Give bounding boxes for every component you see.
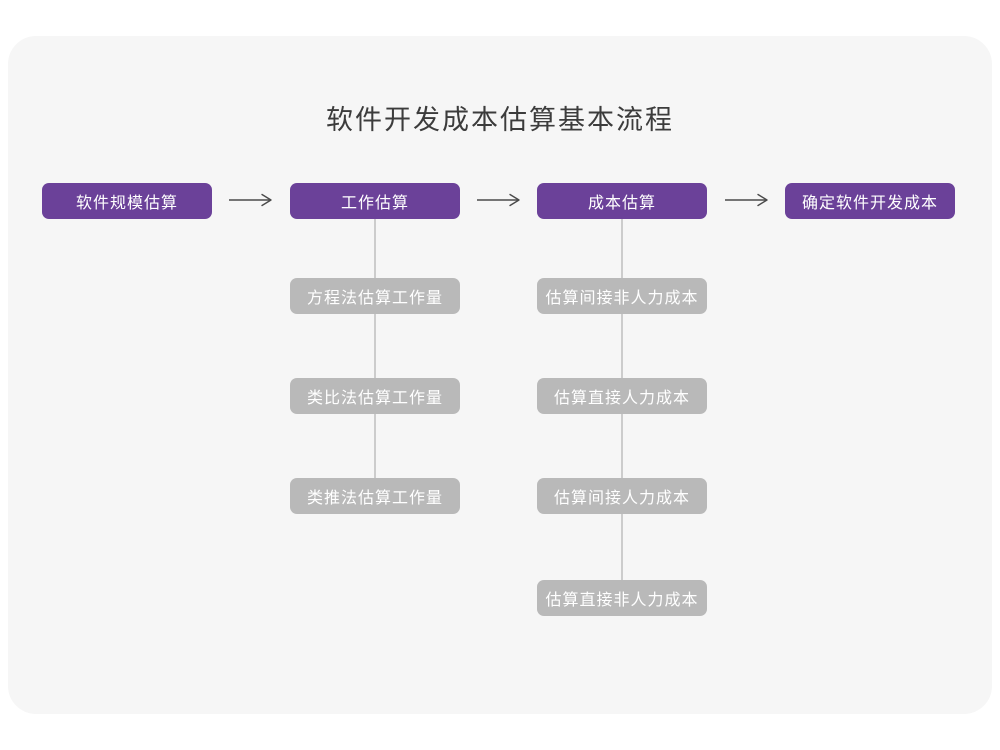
arrow-right-icon xyxy=(476,193,522,207)
subnode-extrapolation-method: 类推法估算工作量 xyxy=(290,478,460,514)
subnode-indirect-labor-cost: 估算间接人力成本 xyxy=(537,478,707,514)
subnode-analogy-method: 类比法估算工作量 xyxy=(290,378,460,414)
diagram-title: 软件开发成本估算基本流程 xyxy=(326,105,674,135)
flow-node-cost-estimation: 成本估算 xyxy=(537,183,707,219)
arrow-right-icon xyxy=(228,193,274,207)
flow-node-confirm-development-cost: 确定软件开发成本 xyxy=(785,183,955,219)
connector-line-work-estimation xyxy=(374,219,376,497)
arrow-right-icon xyxy=(724,193,770,207)
flow-node-software-size-estimation: 软件规模估算 xyxy=(42,183,212,219)
flow-node-work-estimation: 工作估算 xyxy=(290,183,460,219)
subnode-equation-method: 方程法估算工作量 xyxy=(290,278,460,314)
diagram-card xyxy=(8,36,992,714)
subnode-direct-labor-cost: 估算直接人力成本 xyxy=(537,378,707,414)
subnode-indirect-nonlabor-cost: 估算间接非人力成本 xyxy=(537,278,707,314)
subnode-direct-nonlabor-cost: 估算直接非人力成本 xyxy=(537,580,707,616)
